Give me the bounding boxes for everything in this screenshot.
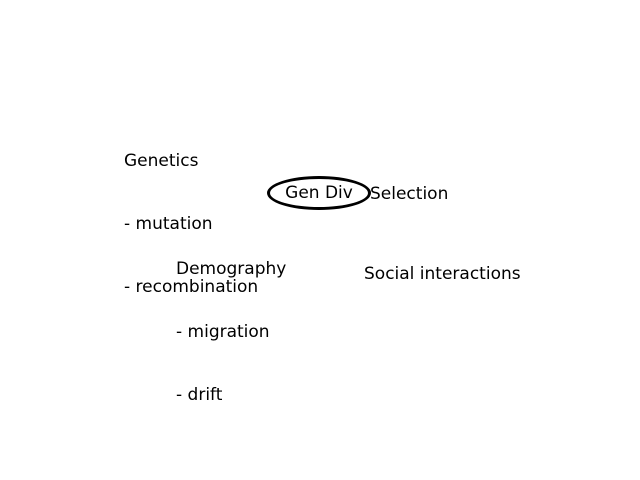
genetics-title: Genetics bbox=[124, 151, 199, 171]
genetics-item-mutation: - mutation bbox=[124, 214, 213, 234]
center-node-label: Gen Div bbox=[285, 182, 353, 203]
selection-factor-group: Selection bbox=[370, 142, 448, 226]
demography-item-drift: - drift bbox=[176, 385, 223, 405]
demography-factor-group: Demography - migration - drift bbox=[176, 217, 286, 427]
demography-title: Demography bbox=[176, 259, 287, 279]
social-interactions-factor-group: Social interactions bbox=[364, 222, 521, 306]
genetic-diversity-ellipse: Gen Div bbox=[267, 176, 371, 210]
genetics-item-recombination: - recombination bbox=[124, 277, 259, 297]
demography-item-migration: - migration bbox=[176, 322, 270, 342]
genetics-factor-group: Genetics - mutation - recombination bbox=[124, 109, 258, 319]
social-interactions-title: Social interactions bbox=[364, 264, 521, 284]
selection-title: Selection bbox=[370, 184, 449, 204]
